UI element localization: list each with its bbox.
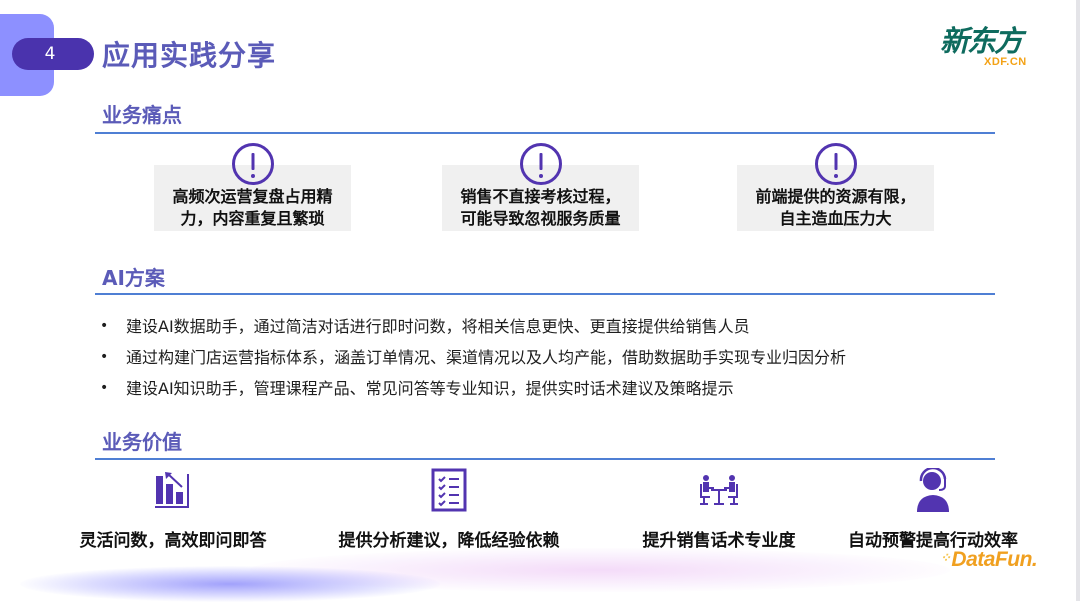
pain-point-card: 高频次运营复盘占用精 力，内容重复且繁琐 bbox=[154, 143, 351, 231]
value-label: 提供分析建议，降低经验依赖 bbox=[338, 531, 560, 551]
value-item: 自动预警提高行动效率 bbox=[813, 466, 1053, 551]
pain-point-line: 销售不直接考核过程， bbox=[460, 187, 621, 206]
value-label: 自动预警提高行动效率 bbox=[848, 531, 1018, 551]
value-item: 提供分析建议，降低经验依赖 bbox=[329, 466, 569, 551]
meeting-table-icon bbox=[599, 466, 839, 514]
pain-point-line: 可能导致忽视服务质量 bbox=[460, 209, 621, 228]
logo-chinese-text: 新东方 bbox=[940, 24, 1023, 58]
value-item: 提升销售话术专业度 bbox=[599, 466, 839, 551]
section-number-badge: 4 bbox=[12, 38, 94, 70]
value-label: 提升销售话术专业度 bbox=[642, 531, 796, 551]
page-title: 应用实践分享 bbox=[102, 39, 277, 72]
section-title-ai-solution: AI方案 bbox=[102, 266, 165, 290]
headset-agent-icon bbox=[813, 466, 1053, 514]
section-divider bbox=[95, 458, 995, 460]
datafun-dots-icon: ⁘ bbox=[940, 550, 951, 565]
decorative-glow-blue bbox=[20, 566, 440, 602]
list-item: • 建设AI数据助手，通过简洁对话进行即时问数，将相关信息更快、更直接提供给销售人… bbox=[100, 311, 846, 342]
bullet-icon: • bbox=[100, 349, 109, 365]
section-title-business-value: 业务价值 bbox=[102, 430, 182, 454]
bar-chart-growth-icon bbox=[53, 466, 293, 514]
pain-point-text: 前端提供的资源有限， 自主造血压力大 bbox=[737, 186, 934, 230]
bullet-icon: • bbox=[100, 318, 109, 334]
list-item-text: 建设AI知识助手，管理课程产品、常见问答等专业知识，提供实时话术建议及策略提示 bbox=[126, 379, 734, 398]
pain-point-text: 销售不直接考核过程， 可能导致忽视服务质量 bbox=[442, 186, 639, 230]
bullet-icon: • bbox=[100, 380, 109, 396]
ai-solution-list: • 建设AI数据助手，通过简洁对话进行即时问数，将相关信息更快、更直接提供给销售人… bbox=[100, 311, 846, 404]
checklist-icon bbox=[329, 466, 569, 514]
pain-point-line: 自主造血压力大 bbox=[779, 209, 892, 228]
exclamation-circle-icon bbox=[519, 143, 562, 185]
pain-point-line: 高频次运营复盘占用精 bbox=[172, 187, 333, 206]
list-item-text: 建设AI数据助手，通过简洁对话进行即时问数，将相关信息更快、更直接提供给销售人员 bbox=[126, 317, 750, 336]
pain-point-text: 高频次运营复盘占用精 力，内容重复且繁琐 bbox=[154, 186, 351, 230]
list-item: • 建设AI知识助手，管理课程产品、常见问答等专业知识，提供实时话术建议及策略提示 bbox=[100, 373, 846, 404]
list-item-text: 通过构建门店运营指标体系，涵盖订单情况、渠道情况以及人均产能，借助数据助手实现专… bbox=[126, 348, 847, 367]
exclamation-circle-icon bbox=[231, 143, 274, 185]
value-label: 灵活问数，高效即问即答 bbox=[79, 531, 267, 551]
pain-point-line: 力，内容重复且繁琐 bbox=[180, 209, 325, 228]
section-title-pain-points: 业务痛点 bbox=[102, 103, 182, 127]
value-item: 灵活问数，高效即问即答 bbox=[53, 466, 293, 551]
pain-point-card: 前端提供的资源有限， 自主造血压力大 bbox=[737, 143, 934, 231]
slide-right-edge bbox=[1076, 0, 1080, 601]
datafun-logo: ⁘DataFun. bbox=[940, 548, 1038, 572]
datafun-logo-text: DataFun. bbox=[951, 548, 1038, 571]
logo-english-text: XDF.CN bbox=[984, 56, 1027, 68]
section-divider bbox=[95, 132, 995, 134]
exclamation-circle-icon bbox=[814, 143, 857, 185]
pain-point-line: 前端提供的资源有限， bbox=[755, 187, 916, 206]
pain-point-card: 销售不直接考核过程， 可能导致忽视服务质量 bbox=[442, 143, 639, 231]
section-divider bbox=[95, 293, 995, 295]
xdf-logo: 新东方 XDF.CN bbox=[940, 26, 1040, 70]
list-item: • 通过构建门店运营指标体系，涵盖订单情况、渠道情况以及人均产能，借助数据助手实现… bbox=[100, 342, 846, 373]
